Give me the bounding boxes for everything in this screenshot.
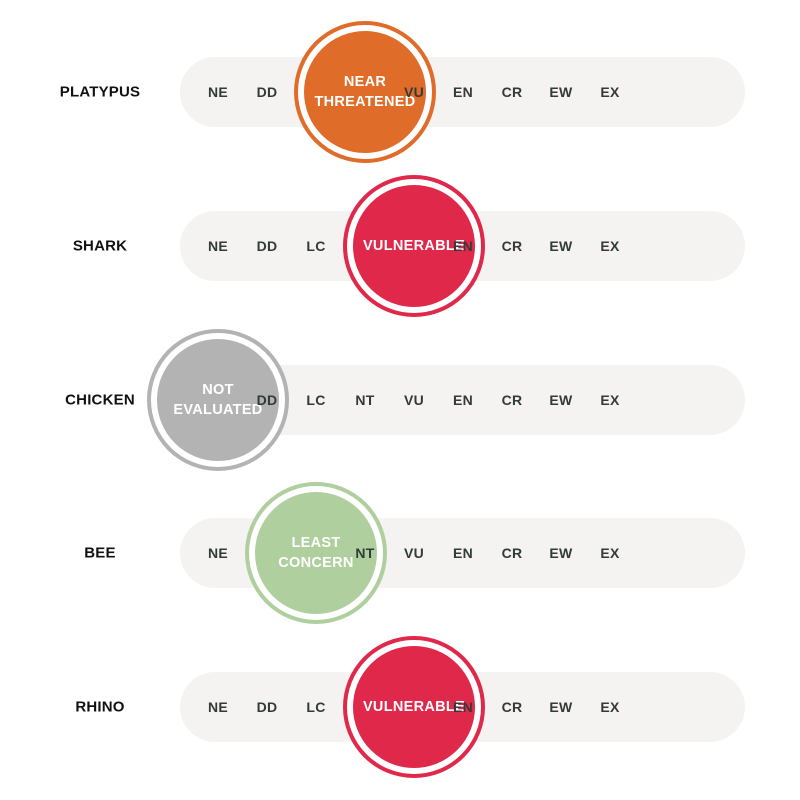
status-code: EN — [452, 238, 474, 254]
status-code: VU — [403, 545, 425, 561]
status-code: EW — [549, 699, 573, 715]
status-code: EX — [600, 545, 620, 561]
status-code: NE — [207, 238, 229, 254]
status-code: LC — [306, 699, 326, 715]
status-code: EX — [600, 238, 620, 254]
species-name: RHINO — [75, 698, 125, 716]
status-badge-label: VULNERABLE — [362, 699, 466, 715]
status-badge: NOT EVALUATED — [147, 329, 289, 471]
status-code: EX — [600, 84, 620, 100]
species-name: CHICKEN — [65, 391, 135, 409]
status-code: VU — [403, 392, 425, 408]
species-name: PLATYPUS — [59, 83, 141, 101]
status-code: LC — [306, 392, 326, 408]
status-badge-label: LEAST CONCERN — [278, 535, 354, 571]
status-code: CR — [501, 699, 523, 715]
status-code: NT — [355, 545, 375, 561]
status-badge-ring — [147, 329, 289, 471]
status-code: VU — [403, 84, 425, 100]
status-badge-ring — [245, 482, 387, 624]
status-code: EN — [452, 699, 474, 715]
status-track: NEDDLCNTVULNERABLEENCREWEX — [180, 636, 745, 778]
status-badge: LEAST CONCERN — [245, 482, 387, 624]
status-code: CR — [501, 392, 523, 408]
status-badge: VULNERABLE — [343, 636, 485, 778]
status-code: NE — [207, 699, 229, 715]
species-name: BEE — [84, 544, 116, 562]
status-badge: NEAR THREATENED — [294, 21, 436, 163]
status-code: NE — [207, 84, 229, 100]
status-code: EW — [549, 84, 573, 100]
status-code: NT — [355, 392, 375, 408]
status-code: CR — [501, 84, 523, 100]
status-badge: VULNERABLE — [343, 175, 485, 317]
status-badge-ring — [294, 21, 436, 163]
status-code: NE — [207, 545, 229, 561]
status-code: EX — [600, 699, 620, 715]
species-row: RHINO NEDDLCNTVULNERABLEENCREWEX — [0, 636, 800, 778]
status-code: CR — [501, 238, 523, 254]
status-code: DD — [256, 84, 278, 100]
status-badge-label: VULNERABLE — [362, 238, 466, 254]
status-code: DD — [256, 699, 278, 715]
status-badge-label: NEAR THREATENED — [314, 74, 416, 110]
status-code: EN — [452, 392, 474, 408]
status-code: CR — [501, 545, 523, 561]
status-code: EN — [452, 545, 474, 561]
species-name: SHARK — [72, 237, 128, 255]
status-code: LC — [306, 238, 326, 254]
status-code: EW — [549, 392, 573, 408]
status-code: EN — [452, 84, 474, 100]
status-code: DD — [256, 238, 278, 254]
status-badge-ring — [343, 175, 485, 317]
status-badge-ring — [343, 636, 485, 778]
status-code: EW — [549, 238, 573, 254]
species-row: SHARK NEDDLCNTVULNERABLEENCREWEX — [0, 175, 800, 317]
status-code: EW — [549, 545, 573, 561]
status-badge-label: NOT EVALUATED — [173, 382, 263, 418]
status-track: NEDDLCNTVULNERABLEENCREWEX — [180, 175, 745, 317]
status-code: DD — [256, 392, 278, 408]
status-code: EX — [600, 392, 620, 408]
